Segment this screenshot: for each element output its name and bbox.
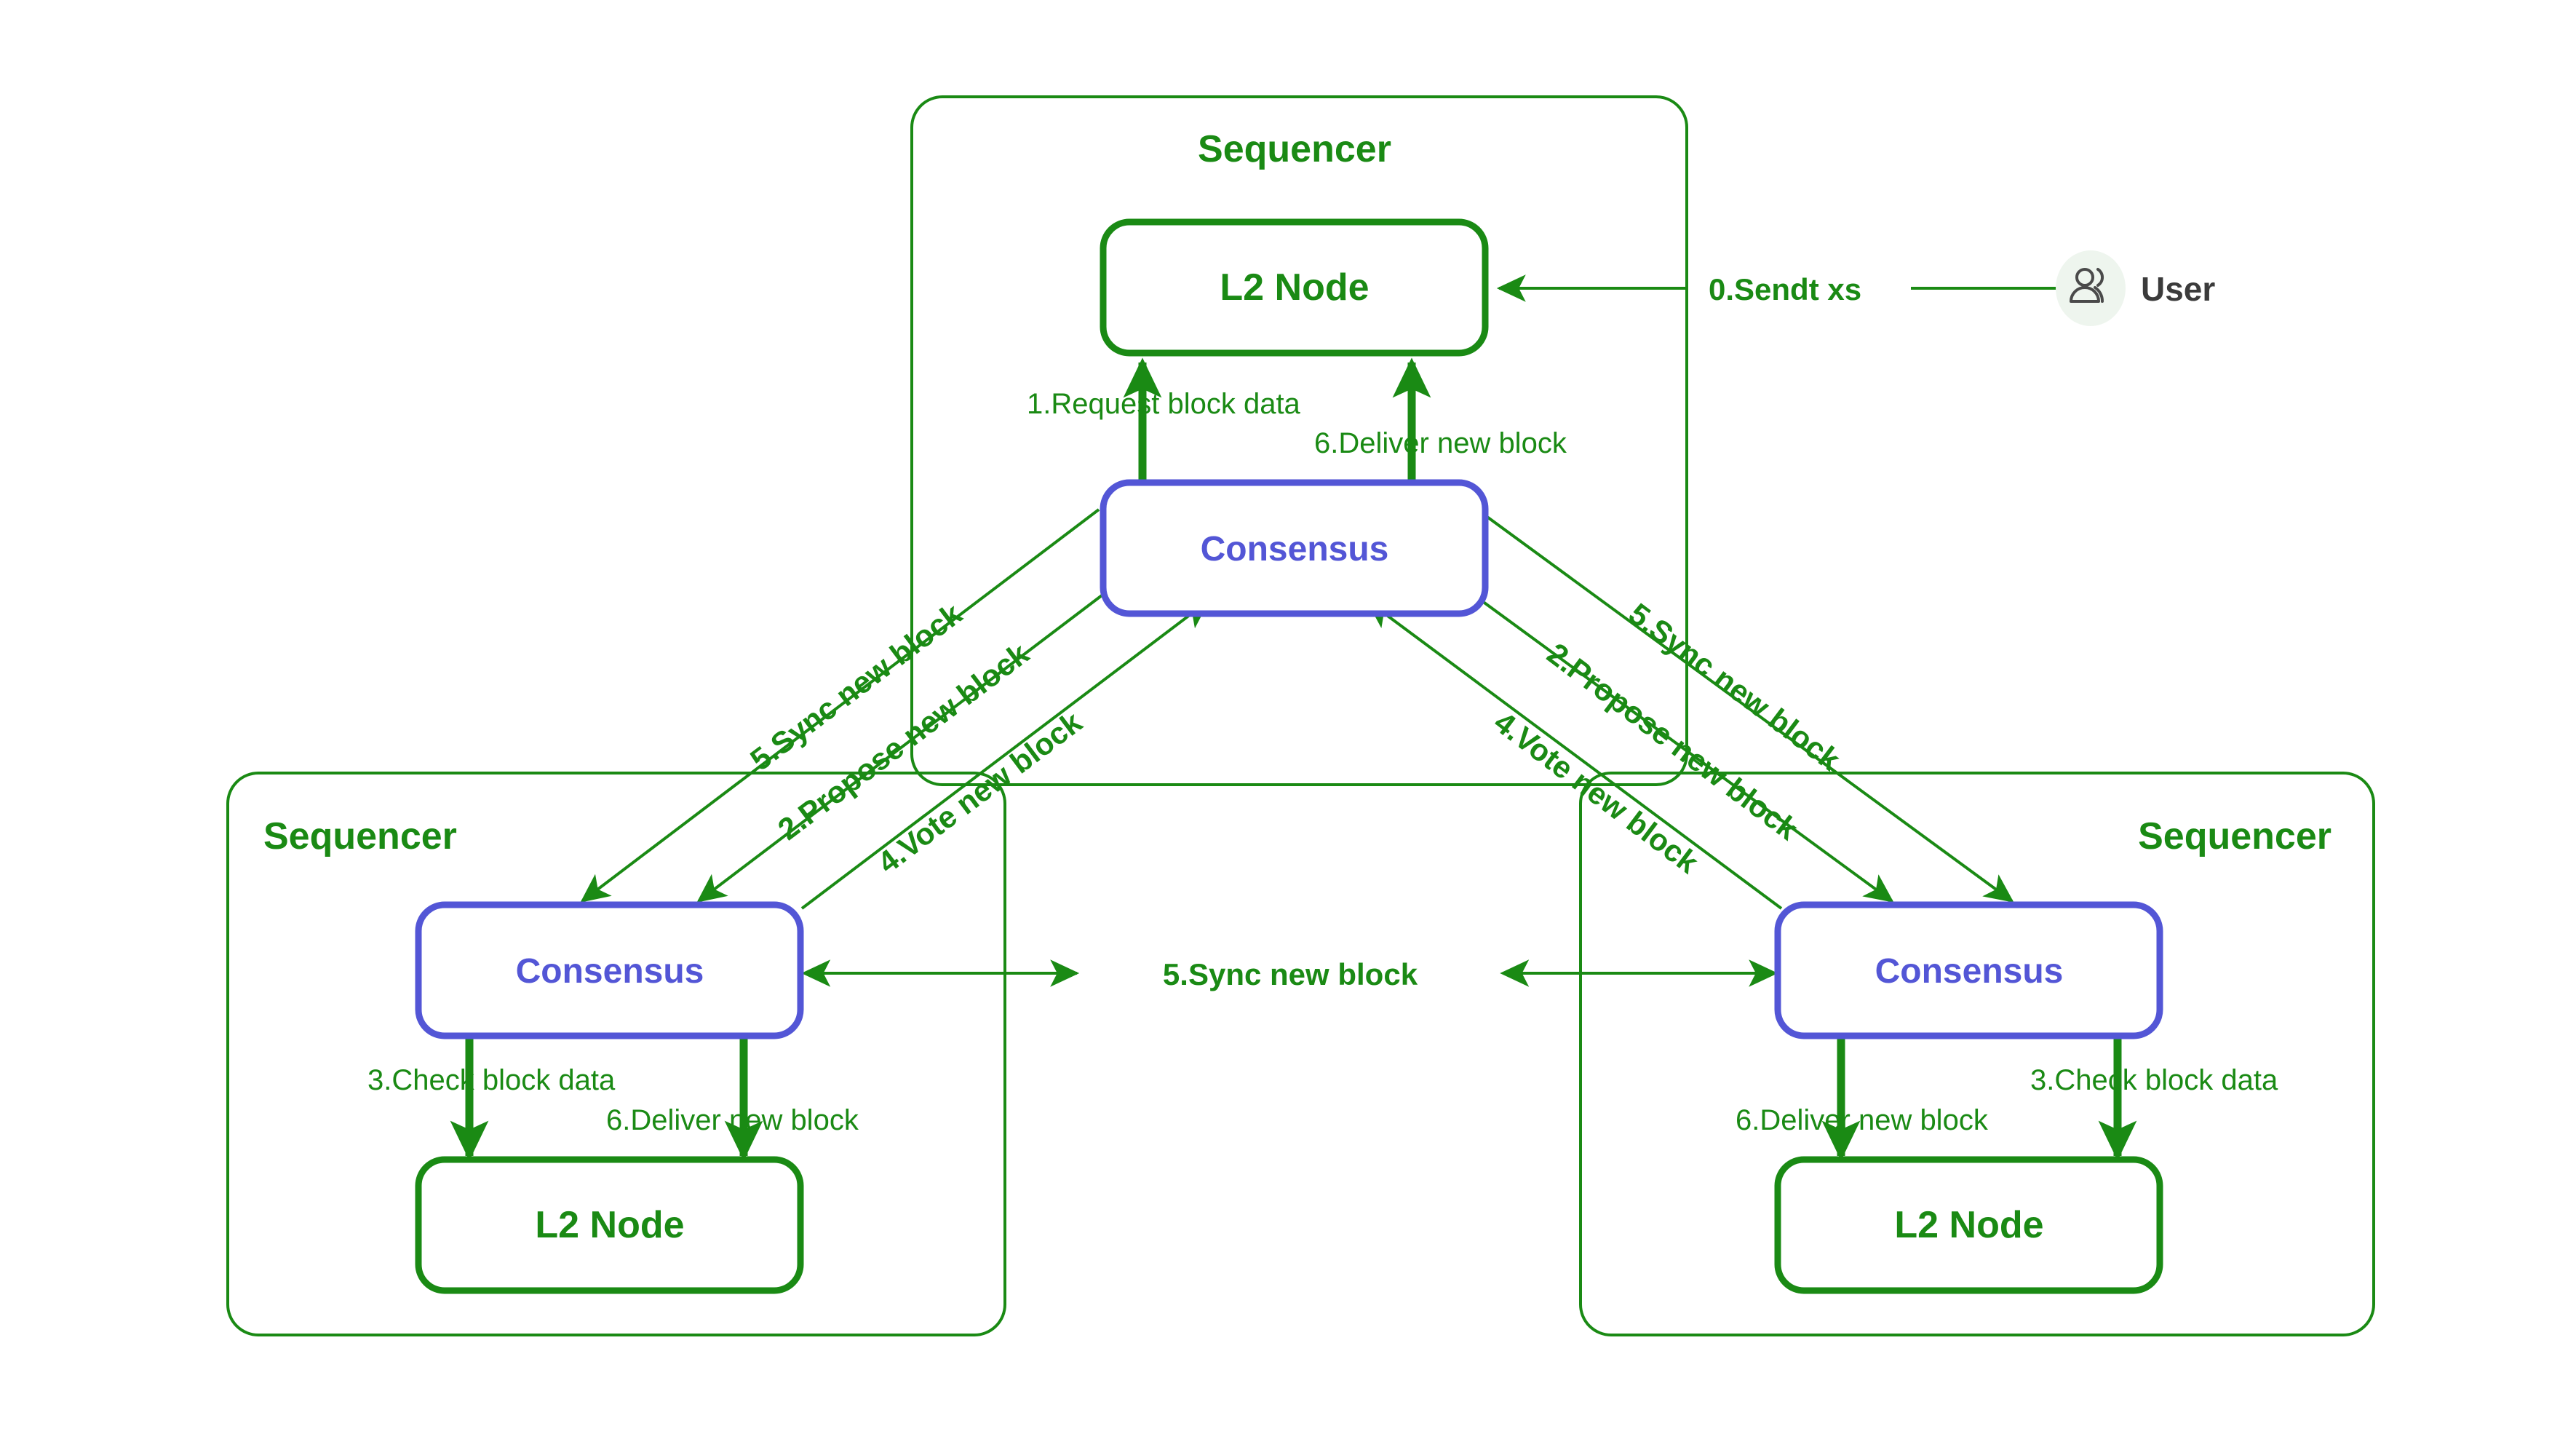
edge-label-check-block-data-right: 3.Check block data	[2030, 1064, 2278, 1096]
edge-label-check-block-data-left: 3.Check block data	[367, 1064, 616, 1096]
sequencer-group-right	[1579, 772, 2375, 1336]
node-box-top-consensus[interactable]	[1100, 479, 1489, 617]
node-label-top-consensus: Consensus	[1201, 530, 1389, 568]
edge-label-request-block-data: 1.Request block data	[1027, 388, 1301, 420]
node-box-right-l2[interactable]	[1774, 1156, 2163, 1294]
node-label-left-consensus: Consensus	[516, 952, 704, 991]
users-icon	[2070, 268, 2104, 303]
edge-propose-top-left	[696, 590, 1109, 903]
edge-label-deliver-new-block-top: 6.Deliver new block	[1314, 427, 1567, 459]
user-label: User	[2141, 270, 2215, 308]
group-label-right: Sequencer	[2138, 815, 2331, 857]
group-label-left: Sequencer	[263, 815, 457, 857]
edge-sync-top-right	[1476, 508, 2014, 903]
edge-propose-top-right	[1467, 590, 1894, 903]
edge-vote-left-top	[800, 600, 1210, 910]
node-box-left-l2[interactable]	[415, 1156, 804, 1294]
node-box-left-consensus[interactable]	[415, 901, 804, 1039]
user-actor[interactable]: User	[2056, 250, 2215, 326]
edge-label-send-tx: 0.Sendt xs	[1709, 272, 1861, 306]
node-label-left-l2: L2 Node	[535, 1204, 684, 1246]
edge-vote-right-top	[1366, 600, 1783, 910]
edge-sync-top-left	[580, 508, 1100, 903]
group-label-top: Sequencer	[1198, 128, 1391, 170]
edge-label-sync-top-left: 5.Sync new block	[744, 596, 968, 777]
node-label-right-l2: L2 Node	[1894, 1204, 2043, 1246]
edge-label-sync-center: 5.Sync new block	[1163, 957, 1418, 991]
edge-label-deliver-new-block-right: 6.Deliver new block	[1736, 1104, 1989, 1136]
node-label-top-l2: L2 Node	[1220, 266, 1369, 309]
edge-label-deliver-new-block-left: 6.Deliver new block	[606, 1104, 859, 1136]
node-box-right-consensus[interactable]	[1774, 901, 2163, 1039]
sequencer-group-left	[226, 772, 1006, 1336]
node-box-top-l2[interactable]	[1100, 218, 1489, 357]
node-label-right-consensus: Consensus	[1875, 952, 2064, 991]
sequencer-group-top	[910, 95, 1688, 786]
